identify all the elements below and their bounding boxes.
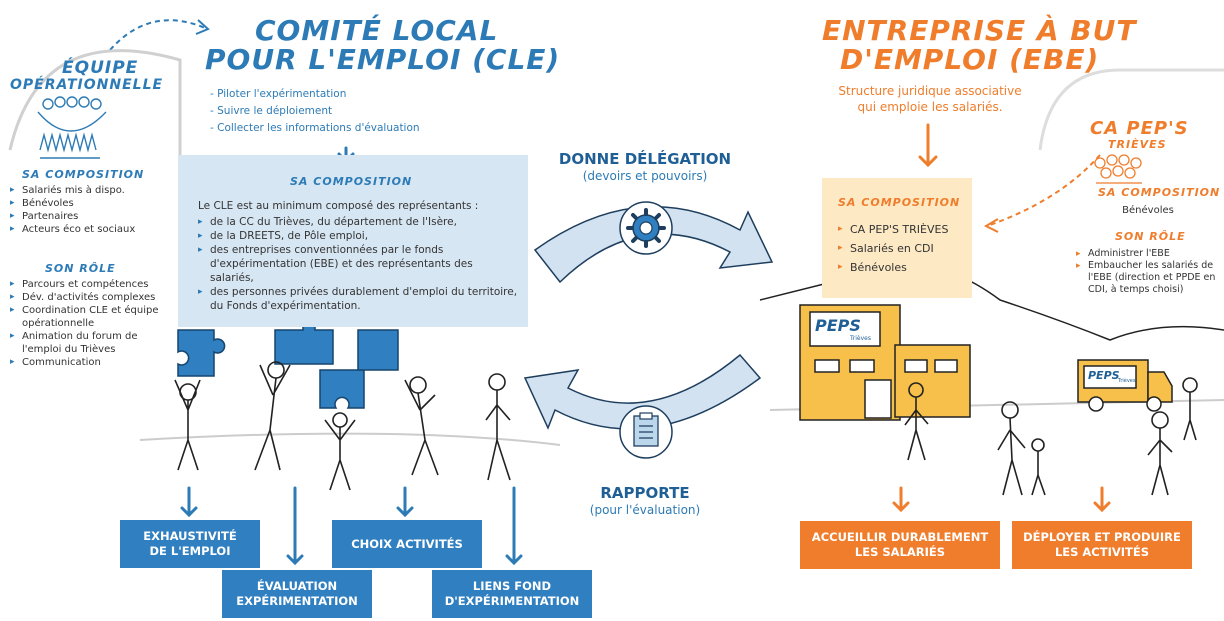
list-item: Coordination CLE et équipe opérationnell… <box>10 304 160 330</box>
left-arc <box>8 49 182 160</box>
team-heads <box>37 96 107 159</box>
building-logo: PEPS <box>815 316 861 335</box>
ca-composition-title: SA COMPOSITION <box>1098 186 1221 199</box>
list-item: Dév. d'activités complexes <box>10 291 160 304</box>
ebe-composition-box: SA COMPOSITION CA PEP'S TRIÈVES Salariés… <box>822 178 972 298</box>
delegation-subtitle: (devoirs et pouvoirs) <box>582 169 708 183</box>
mission-item: - Piloter l'expérimentation <box>210 88 347 100</box>
delegation-title: DONNE DÉLÉGATION <box>558 150 732 168</box>
list-item: Salariés mis à dispo. <box>10 184 160 197</box>
output-liens: LIENS FOND D'EXPÉRIMENTATION <box>432 570 592 618</box>
equipe-composition-title: SA COMPOSITION <box>22 168 145 181</box>
dashed-arrow <box>109 19 206 51</box>
people-right <box>904 377 1198 496</box>
orange-down-arrows <box>892 123 1111 513</box>
list-item: des entreprises conventionnées par le fo… <box>198 243 518 285</box>
equipe-title-1: ÉQUIPE <box>62 58 139 78</box>
top-cycle-arrow <box>533 206 774 284</box>
cle-members-list: de la CC du Trièves, du département de l… <box>198 215 518 313</box>
clipboard-icon <box>619 405 673 459</box>
output-accueillir: ACCUEILLIR DURABLEMENT LES SALARIÉS <box>800 521 1000 569</box>
equipe-role-list: Parcours et compétences Dév. d'activités… <box>10 278 160 369</box>
dashed-arrowhead <box>195 19 210 35</box>
gear-icon <box>619 201 673 255</box>
ca-title-2: TRIÈVES <box>1108 138 1167 151</box>
ca-role-title: SON RÔLE <box>1115 230 1186 243</box>
ca-composition: Bénévoles <box>1122 205 1174 216</box>
equipe-role-title: SON RÔLE <box>45 262 116 275</box>
list-item: Partenaires <box>10 210 160 223</box>
ebe-title-1: ENTREPRISE À BUT <box>822 14 1137 47</box>
blue-down-arrows <box>180 146 523 566</box>
cle-missions: - Piloter l'expérimentation - Suivre le … <box>210 86 420 137</box>
list-item: Parcours et compétences <box>10 278 160 291</box>
list-item: Bénévoles <box>10 197 160 210</box>
list-item: Embaucher les salariés de l'EBE (directi… <box>1076 260 1222 296</box>
output-exhaustivite: EXHAUSTIVITÉ DE L'EMPLOI <box>120 520 260 568</box>
list-item: Acteurs éco et sociaux <box>10 223 160 236</box>
ca-people <box>1094 154 1142 184</box>
truck-logo-sub: Trièves <box>1118 378 1136 384</box>
report-title: RAPPORTE <box>600 484 690 502</box>
mission-item: - Collecter les informations d'évaluatio… <box>210 122 420 134</box>
truck-logo: PEPS <box>1088 369 1120 382</box>
cle-title-1: COMITÉ LOCAL <box>255 14 499 47</box>
list-item: Bénévoles <box>838 258 968 277</box>
list-item: Animation du forum de l'emploi du Triève… <box>10 330 160 356</box>
equipe-title-2: OPÉRATIONNELLE <box>10 77 164 93</box>
ca-title-1: CA PEP'S <box>1090 118 1189 139</box>
list-item: des personnes privées durablement d'empl… <box>198 285 518 313</box>
dashed-arrow-orange <box>989 154 1101 226</box>
people-left <box>174 361 511 491</box>
ground-left <box>139 432 561 446</box>
mission-item: - Suivre le déploiement <box>210 105 333 117</box>
building <box>799 304 971 421</box>
list-item: Salariés en CDI <box>838 239 968 258</box>
output-evaluation: ÉVALUATION EXPÉRIMENTATION <box>222 570 372 618</box>
building-logo-sub: Trièves <box>850 335 871 342</box>
ebe-subtitle-2: qui emploie les salariés. <box>857 100 1003 114</box>
cle-title-2: POUR L'EMPLOI (CLE) <box>205 43 561 76</box>
bottom-cycle-arrow <box>523 353 762 430</box>
output-choix: CHOIX ACTIVITÉS <box>332 520 482 568</box>
cle-composition-title: SA COMPOSITION <box>290 175 413 188</box>
list-item: Administrer l'EBE <box>1076 248 1222 260</box>
truck <box>1077 359 1173 412</box>
ebe-subtitle-1: Structure juridique associative <box>838 84 1022 98</box>
report-subtitle: (pour l'évaluation) <box>589 503 701 517</box>
right-arc <box>1038 68 1224 151</box>
ebe-composition-list: CA PEP'S TRIÈVES Salariés en CDI Bénévol… <box>838 220 968 277</box>
equipe-composition-list: Salariés mis à dispo. Bénévoles Partenai… <box>10 184 160 236</box>
ebe-title-2: D'EMPLOI (EBE) <box>840 43 1100 76</box>
list-item: Communication <box>10 356 160 369</box>
ebe-composition-title: SA COMPOSITION <box>838 196 961 209</box>
list-item: de la CC du Trièves, du département de l… <box>198 215 518 229</box>
cle-intro: Le CLE est au minimum composé des représ… <box>198 200 479 212</box>
cle-composition-box: SA COMPOSITION Le CLE est au minimum com… <box>178 155 528 327</box>
list-item: CA PEP'S TRIÈVES <box>838 220 968 239</box>
ca-role-list: Administrer l'EBE Embaucher les salariés… <box>1076 248 1222 296</box>
list-item: de la DREETS, de Pôle emploi, <box>198 229 518 243</box>
puzzle-pieces <box>177 317 399 409</box>
output-deployer: DÉPLOYER ET PRODUIRE LES ACTIVITÉS <box>1012 521 1192 569</box>
